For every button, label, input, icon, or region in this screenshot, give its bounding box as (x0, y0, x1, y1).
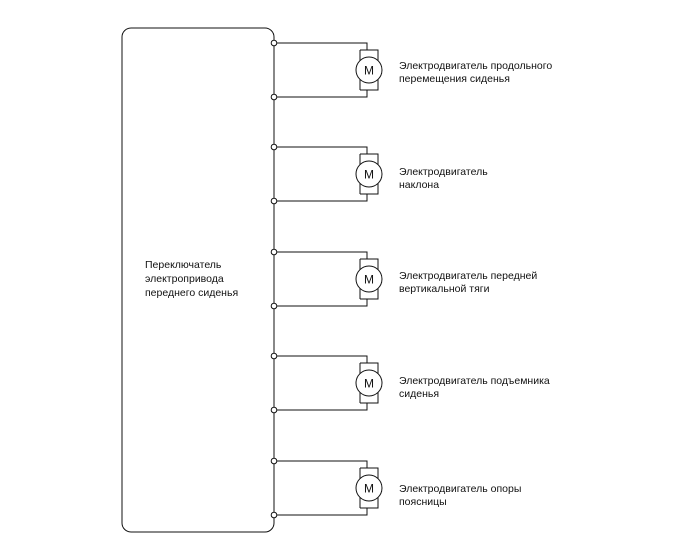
motor-label-line-1: Электродвигатель подъемника (399, 375, 550, 387)
terminal-dot (270, 511, 278, 519)
motor-symbol: M (364, 273, 374, 287)
motor-icon (355, 160, 383, 188)
motor-icon (355, 265, 383, 293)
motor-circuit: M (270, 457, 383, 519)
motor-symbol: M (364, 64, 374, 78)
terminal-dot (270, 143, 278, 151)
motors-layer: M M M M M (270, 39, 383, 519)
switch-box (121, 27, 275, 533)
motor-circuit: M (270, 143, 383, 205)
motor-label-seat-lifter: Электродвигатель подъемника сиденья (399, 375, 679, 401)
motor-symbol: M (364, 482, 374, 496)
switch-label: Переключатель электропривода переднего с… (145, 258, 265, 300)
terminal-dot (270, 406, 278, 414)
terminal-dot (270, 457, 278, 465)
motor-icon (355, 56, 383, 84)
motor-label-line-1: Электродвигатель продольного (399, 60, 553, 72)
terminal-dot (270, 352, 278, 360)
motor-symbol: M (364, 377, 374, 391)
switch-label-line-3: переднего сиденья (145, 287, 239, 299)
motor-circuit: M (270, 248, 383, 310)
motor-symbol: M (364, 168, 374, 182)
motor-icon (355, 369, 383, 397)
terminal-dot (270, 39, 278, 47)
motor-circuit: M (270, 39, 383, 101)
motor-label-line-2: наклона (399, 179, 440, 191)
motor-label-line-2: сиденья (399, 388, 440, 400)
motor-label-line-1: Электродвигатель (399, 166, 488, 178)
motor-label-seat-slide: Электродвигатель продольного перемещения… (399, 60, 679, 86)
motor-circuit: M (270, 352, 383, 414)
motor-label-line-2: поясницы (399, 496, 447, 508)
motor-icon (355, 474, 383, 502)
switch-label-line-1: Переключатель (145, 259, 222, 271)
terminal-dot (270, 302, 278, 310)
terminal-dot (270, 93, 278, 101)
motor-label-front-vertical: Электродвигатель передней вертикальной т… (399, 270, 679, 296)
motor-label-line-2: вертикальной тяги (399, 283, 490, 295)
motor-label-recline: Электродвигатель наклона (399, 166, 679, 192)
motor-label-line-2: перемещения сиденья (399, 73, 510, 85)
terminal-dot (270, 197, 278, 205)
switch-label-line-2: электропривода (145, 273, 224, 285)
motor-label-line-1: Электродвигатель опоры (399, 483, 522, 495)
motor-label-line-1: Электродвигатель передней (399, 270, 538, 282)
motor-label-lumbar: Электродвигатель опоры поясницы (399, 483, 679, 509)
terminal-dot (270, 248, 278, 256)
